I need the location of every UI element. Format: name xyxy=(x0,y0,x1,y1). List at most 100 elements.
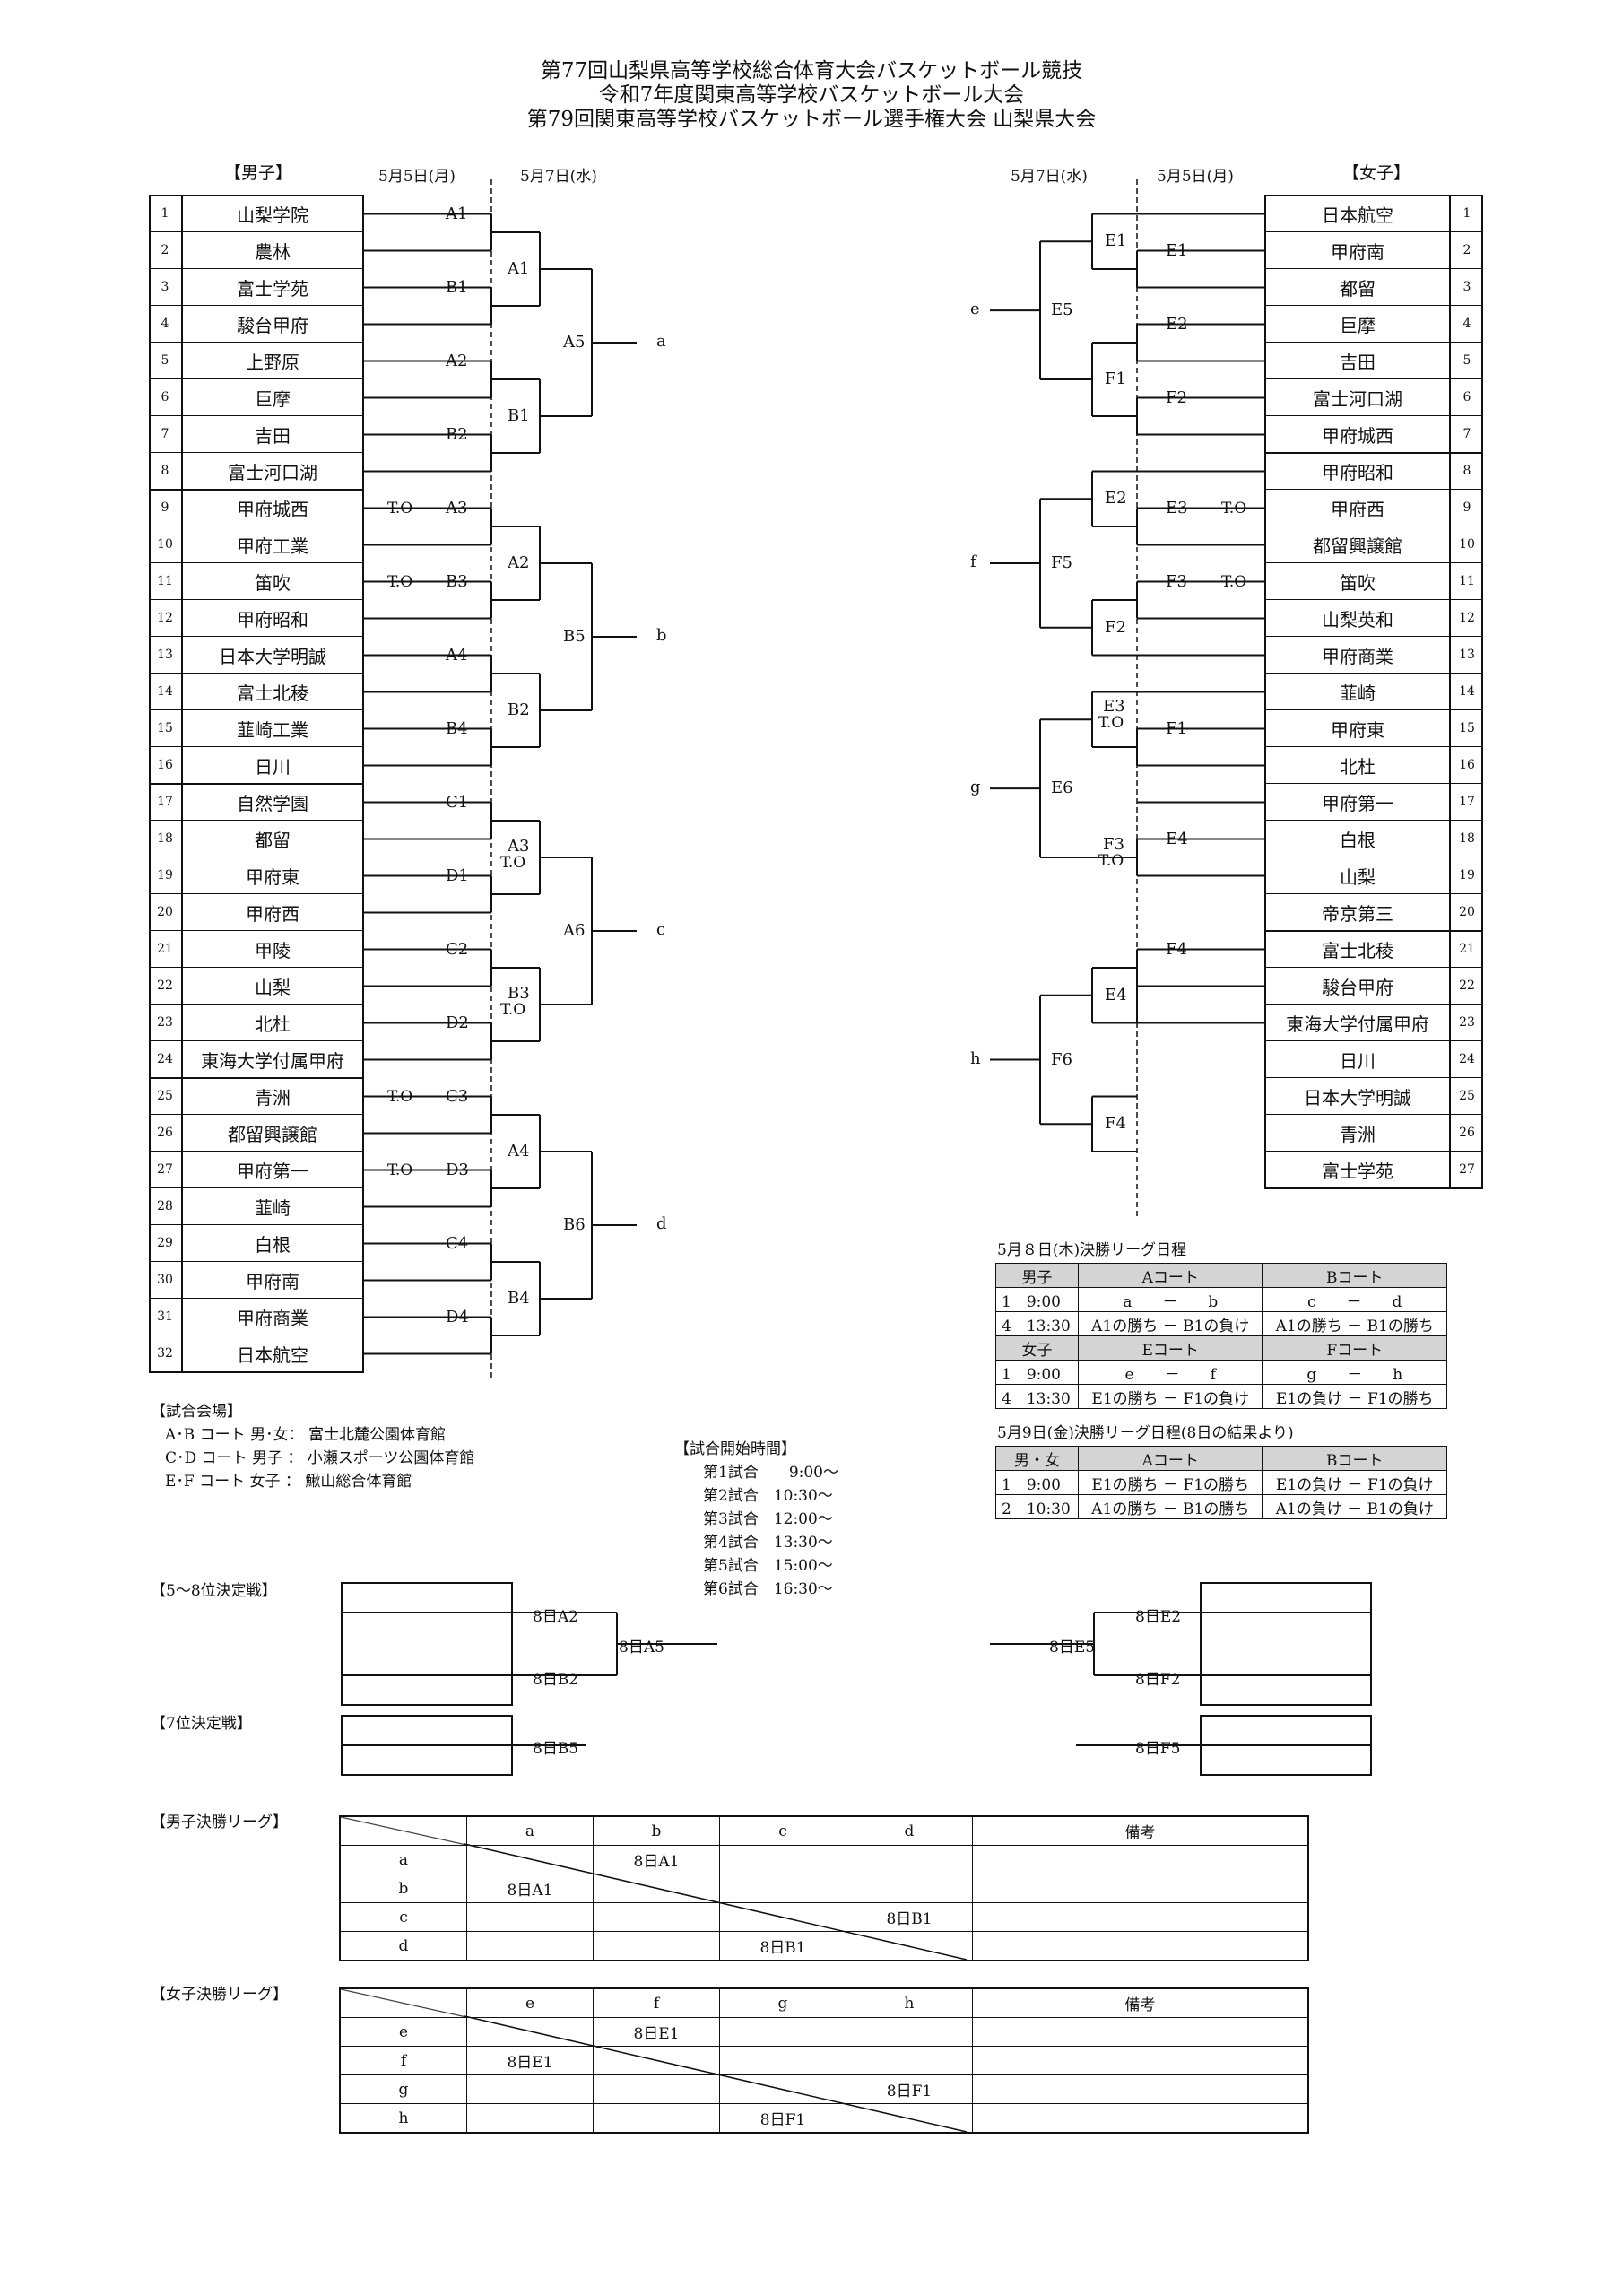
match-label: A1 xyxy=(508,259,530,278)
team-name: 巨摩 xyxy=(1340,314,1376,336)
team-name: 山梨 xyxy=(1340,865,1376,888)
team-seed: 6 xyxy=(149,379,183,415)
final-slot-label: a xyxy=(656,332,666,351)
placement-7-title: 【7位決定戦】 xyxy=(151,1715,252,1733)
team-seed: 10 xyxy=(149,526,183,562)
match-label: E1 xyxy=(1105,231,1127,251)
league-col-header: g xyxy=(719,1987,846,2018)
league-cell xyxy=(846,2046,973,2075)
league-cell xyxy=(593,2103,720,2134)
team-name: 韮崎 xyxy=(255,1196,291,1219)
placement-box-boys-7 xyxy=(341,1715,513,1776)
final-slot-label: f xyxy=(970,552,976,571)
team-name: 甲府工業 xyxy=(237,535,308,557)
team-seed: 6 xyxy=(1449,379,1483,415)
schedule-cell: 1 9:00 xyxy=(995,1287,1079,1312)
team-seed: 24 xyxy=(1449,1041,1483,1077)
league-remarks-cell xyxy=(972,1902,1309,1932)
team-name: 甲府西 xyxy=(246,902,299,925)
match-label: B4 xyxy=(508,1289,530,1308)
team-seed: 8 xyxy=(149,453,183,489)
match-label: A2 xyxy=(508,553,530,572)
time-line: 第1試合 9:00～ xyxy=(703,1464,838,1482)
team-name: 富士北稜 xyxy=(237,682,308,704)
league-cell xyxy=(466,2103,594,2134)
match-label: F4 xyxy=(1105,1114,1126,1134)
team-name: 甲府南 xyxy=(246,1270,299,1292)
match-label: B3 xyxy=(508,984,530,1003)
placement-box-boys xyxy=(341,1582,513,1706)
league-cell xyxy=(593,1902,720,1932)
team-seed: 23 xyxy=(1449,1004,1483,1040)
league-cell xyxy=(593,2046,720,2075)
team-seed: 30 xyxy=(149,1262,183,1298)
team-name: 甲陵 xyxy=(255,939,291,961)
team-name: 笛吹 xyxy=(255,571,291,594)
final-slot-label: g xyxy=(970,778,981,797)
schedule-cell: Aコート xyxy=(1077,1446,1263,1471)
league-row-header: c xyxy=(339,1902,467,1932)
league-cell xyxy=(719,2046,846,2075)
team-name: 笛吹 xyxy=(1340,571,1376,594)
league-cell xyxy=(846,1874,973,1903)
team-seed: 7 xyxy=(149,416,183,452)
schedule-cell: 4 13:30 xyxy=(995,1384,1079,1409)
team-name: 日本大学明誠 xyxy=(1304,1086,1411,1109)
team-seed: 32 xyxy=(149,1335,183,1371)
league-cell xyxy=(719,1902,846,1932)
team-name: 青洲 xyxy=(1340,1123,1376,1145)
match-label: E6 xyxy=(1051,778,1073,798)
league-cell xyxy=(466,1845,594,1874)
team-row: 10 甲府工業 xyxy=(149,526,364,563)
league-col-header: f xyxy=(593,1987,720,2018)
team-seed: 18 xyxy=(1449,821,1483,857)
final-slot-label: e xyxy=(970,300,980,319)
league-remarks-cell xyxy=(972,1874,1309,1903)
title-line-3: 第79回関東高等学校バスケットボール選手権大会 山梨県大会 xyxy=(526,108,1097,131)
team-seed: 20 xyxy=(149,894,183,930)
team-name: 青洲 xyxy=(255,1086,291,1109)
team-name: 巨摩 xyxy=(255,387,291,410)
team-name: 甲府南 xyxy=(1331,240,1384,263)
team-seed: 8 xyxy=(1449,453,1483,489)
league-cell xyxy=(846,2103,973,2134)
final-slot-label: h xyxy=(970,1048,981,1068)
team-name: 韮崎 xyxy=(1340,682,1376,704)
match-label: E4 xyxy=(1105,985,1127,1004)
schedule-cell: 男・女 xyxy=(995,1446,1079,1471)
team-seed: 9 xyxy=(1449,490,1483,526)
team-row: 30 甲府南 xyxy=(149,1262,364,1299)
schedule-cell: 女子 xyxy=(995,1335,1079,1361)
league-col-header: d xyxy=(846,1815,973,1846)
league-cell xyxy=(466,2074,594,2104)
placement-label: 8日B5 xyxy=(533,1740,579,1758)
walkover-label: T.O xyxy=(500,854,526,872)
league-col-header: c xyxy=(719,1815,846,1846)
league-col-header: 備考 xyxy=(972,1987,1309,2018)
schedule-cell: 2 10:30 xyxy=(995,1494,1079,1519)
placement-label: 8日A2 xyxy=(533,1608,578,1626)
schedule-cell: Bコート xyxy=(1262,1263,1447,1288)
match-label: B1 xyxy=(508,406,530,425)
team-name: 富士北稜 xyxy=(1322,939,1393,961)
team-name: 富士学苑 xyxy=(1322,1160,1393,1182)
league-cell xyxy=(593,1874,720,1903)
team-name: 駿台甲府 xyxy=(1322,976,1393,998)
placement-box-girls-7 xyxy=(1200,1715,1372,1776)
